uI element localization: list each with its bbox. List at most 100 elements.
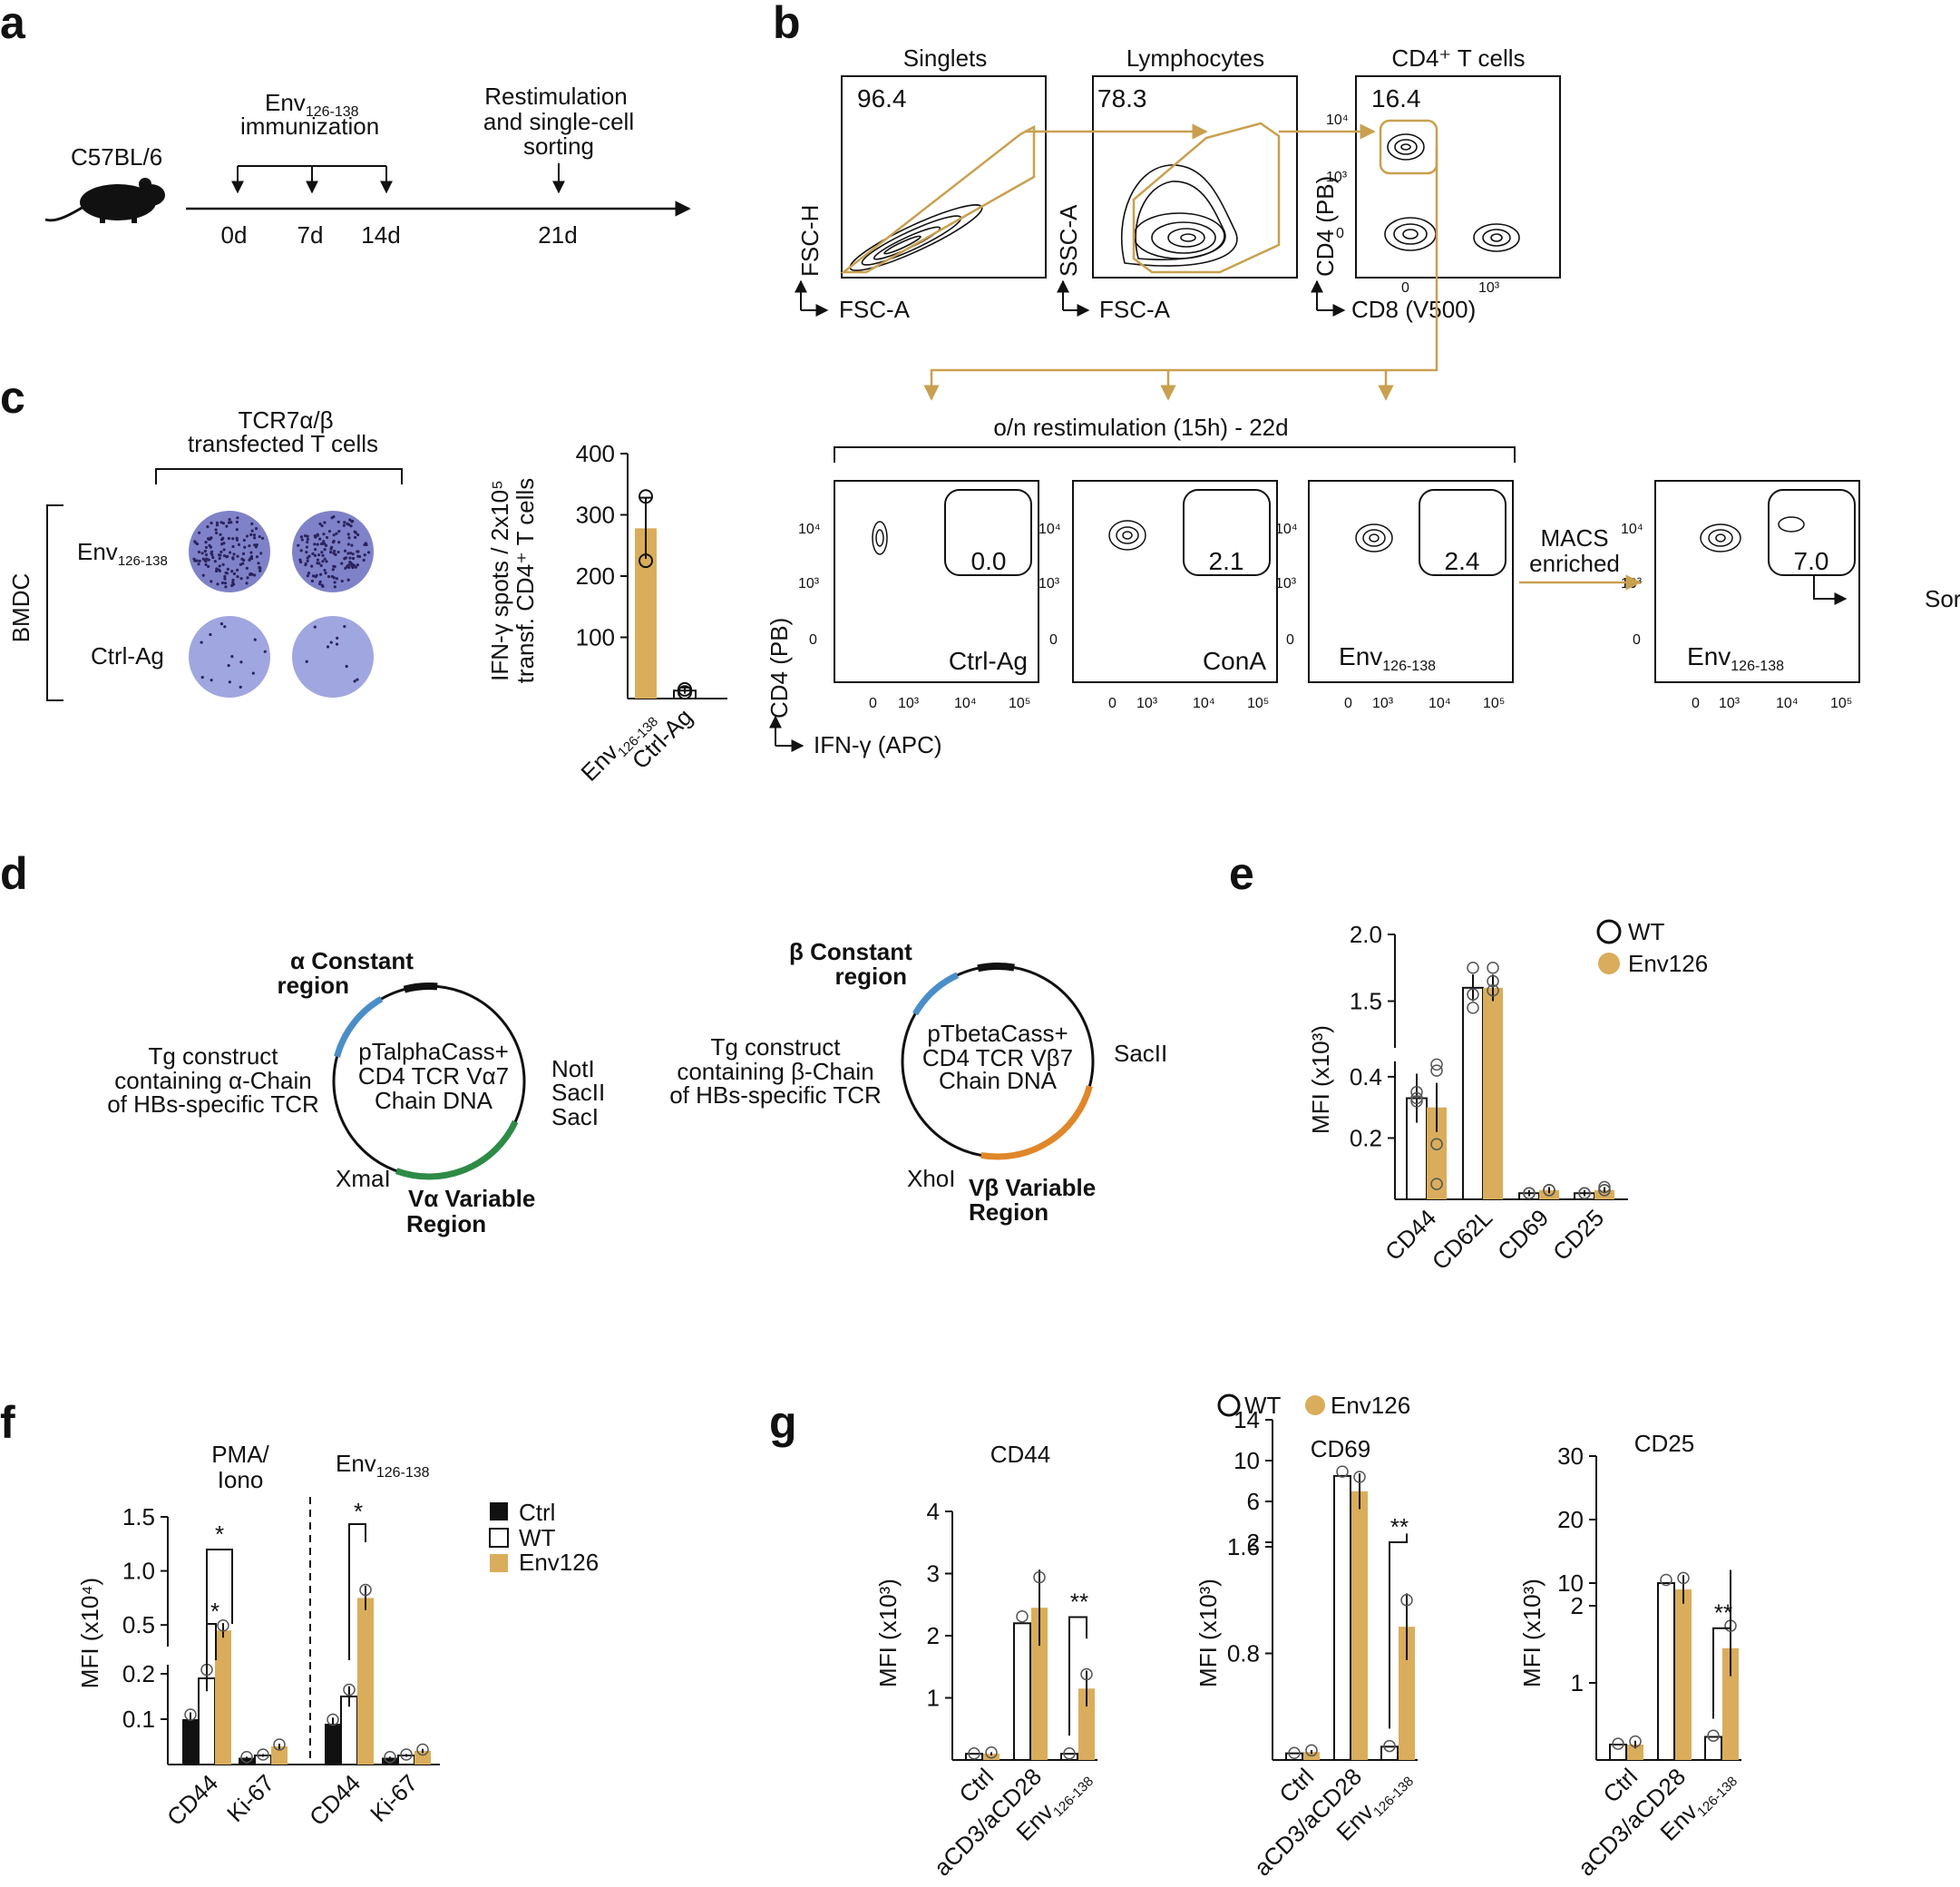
svg-text:10³: 10³: [1136, 696, 1158, 711]
svg-text:10⁴: 10⁴: [1193, 696, 1215, 711]
alpha-left-1: Tg construct: [148, 1042, 278, 1070]
e-point: [1430, 1058, 1443, 1071]
ylabel-f: MFI (x10⁴): [76, 1578, 103, 1688]
f-point: [359, 1583, 372, 1597]
elispot-spot: [349, 562, 353, 565]
singlets-contour: [849, 204, 983, 271]
elispot-spot: [340, 562, 344, 565]
elispot-spot: [229, 551, 232, 554]
elispot-spot: [246, 576, 249, 580]
elispot-spot: [314, 547, 317, 552]
elispot-spot: [330, 516, 334, 520]
e-bar: [1483, 987, 1503, 1199]
elispot-spot: [348, 556, 352, 560]
restim-label-2: ConA: [1203, 647, 1266, 675]
elispot-spot: [333, 581, 336, 584]
f-point: [343, 1683, 356, 1696]
elispot-spot: [210, 679, 213, 682]
elispot-spot: [346, 552, 350, 555]
elispot-spot: [362, 558, 366, 562]
elispot-spot: [214, 569, 219, 573]
elispot-spot: [329, 551, 333, 554]
beta-bottom-2: Region: [969, 1198, 1048, 1226]
g-ytick-label: 1: [1571, 1669, 1584, 1696]
elispot-spot: [347, 523, 351, 526]
e-ytick-label: 0.2: [1350, 1124, 1382, 1151]
cd4-ytick-1: 10⁴: [1326, 112, 1349, 128]
elispot-spot: [232, 552, 236, 556]
elispot-spot: [221, 536, 225, 540]
g-point: [1033, 1570, 1046, 1584]
f-sig-label: *: [210, 1598, 219, 1625]
elispot-spot: [200, 640, 203, 644]
f-point: [273, 1738, 286, 1751]
svg-text:10³: 10³: [1039, 576, 1060, 592]
strain-label: C57BL/6: [71, 143, 162, 171]
g-ylabel: MFI (x10³): [874, 1579, 902, 1687]
g-sig-bracket: [1389, 1533, 1408, 1729]
e-bar: [1539, 1189, 1559, 1199]
elispot-spot: [348, 518, 352, 522]
elispot-spot: [304, 562, 307, 567]
elispot-spot: [318, 572, 323, 576]
beta-top-2: region: [835, 963, 907, 990]
elispot-spot: [324, 571, 327, 575]
elispot-spot: [323, 548, 327, 552]
elispot-spot: [316, 533, 319, 536]
flow-plot-singlets: [841, 75, 1047, 279]
elispot-spot: [335, 642, 339, 646]
elispot-spot: [223, 625, 227, 629]
elispot-spot: [228, 680, 231, 684]
day-14: 14d: [361, 221, 400, 249]
group1-label-1: PMA/: [211, 1441, 269, 1468]
elispot-spot: [210, 521, 213, 525]
elispot-spot: [215, 521, 219, 525]
elispot-spot: [230, 655, 234, 659]
elispot-spot: [313, 553, 317, 557]
plasmid-beta: β Constant region pTbetaCass+ CD4 TCR Vβ…: [669, 938, 1167, 1226]
g-sig-label: **: [1714, 1599, 1732, 1627]
singlets-axes: [795, 279, 829, 317]
svg-text:0: 0: [1108, 696, 1117, 711]
f-point: [400, 1748, 413, 1761]
f-ytick-label: 1.0: [122, 1558, 155, 1585]
ylabel-singlets: FSC-H: [796, 205, 824, 277]
g-ytick-label: 1.6: [1227, 1533, 1260, 1560]
elispot-spot: [347, 536, 351, 540]
elispot-spot: [318, 522, 322, 526]
e-bar: [1462, 986, 1484, 1200]
alpha-left-2: containing α-Chain: [114, 1067, 311, 1094]
elispot-spot: [346, 578, 350, 582]
elispot-spot: [337, 530, 341, 533]
elispot-spot: [248, 544, 251, 548]
elispot-spot: [222, 548, 226, 552]
svg-text:10⁴: 10⁴: [1039, 522, 1061, 537]
g-point: [1080, 1667, 1093, 1681]
elispot-spot: [336, 550, 340, 554]
elispot-spot: [323, 521, 327, 524]
elispot-spot: [297, 543, 300, 547]
elispot-spot: [205, 557, 209, 561]
svg-text:10⁴: 10⁴: [1275, 522, 1298, 537]
f-bar: [215, 1630, 231, 1765]
alpha-constant-arc: [334, 996, 384, 1058]
elispot-spot: [320, 551, 324, 554]
elispot-spot: [245, 534, 249, 538]
e-point: [1410, 1095, 1423, 1108]
elispot-spot: [197, 550, 201, 554]
elispot-spot: [354, 565, 358, 569]
elispot-spot: [303, 533, 307, 538]
cd4-gate: [1379, 119, 1438, 175]
f-point: [184, 1708, 197, 1721]
legend-e-env: Env126: [1628, 950, 1708, 977]
legend-g-wt: WT: [1244, 1392, 1282, 1419]
f-bar: [325, 1724, 341, 1765]
e-point: [1487, 974, 1499, 988]
elispot-spot: [306, 537, 310, 542]
alpha-top-2: region: [278, 972, 349, 999]
e-point: [1430, 1178, 1443, 1190]
restim-value-2: 2.1: [1209, 547, 1244, 575]
elispot-spot: [209, 632, 212, 637]
